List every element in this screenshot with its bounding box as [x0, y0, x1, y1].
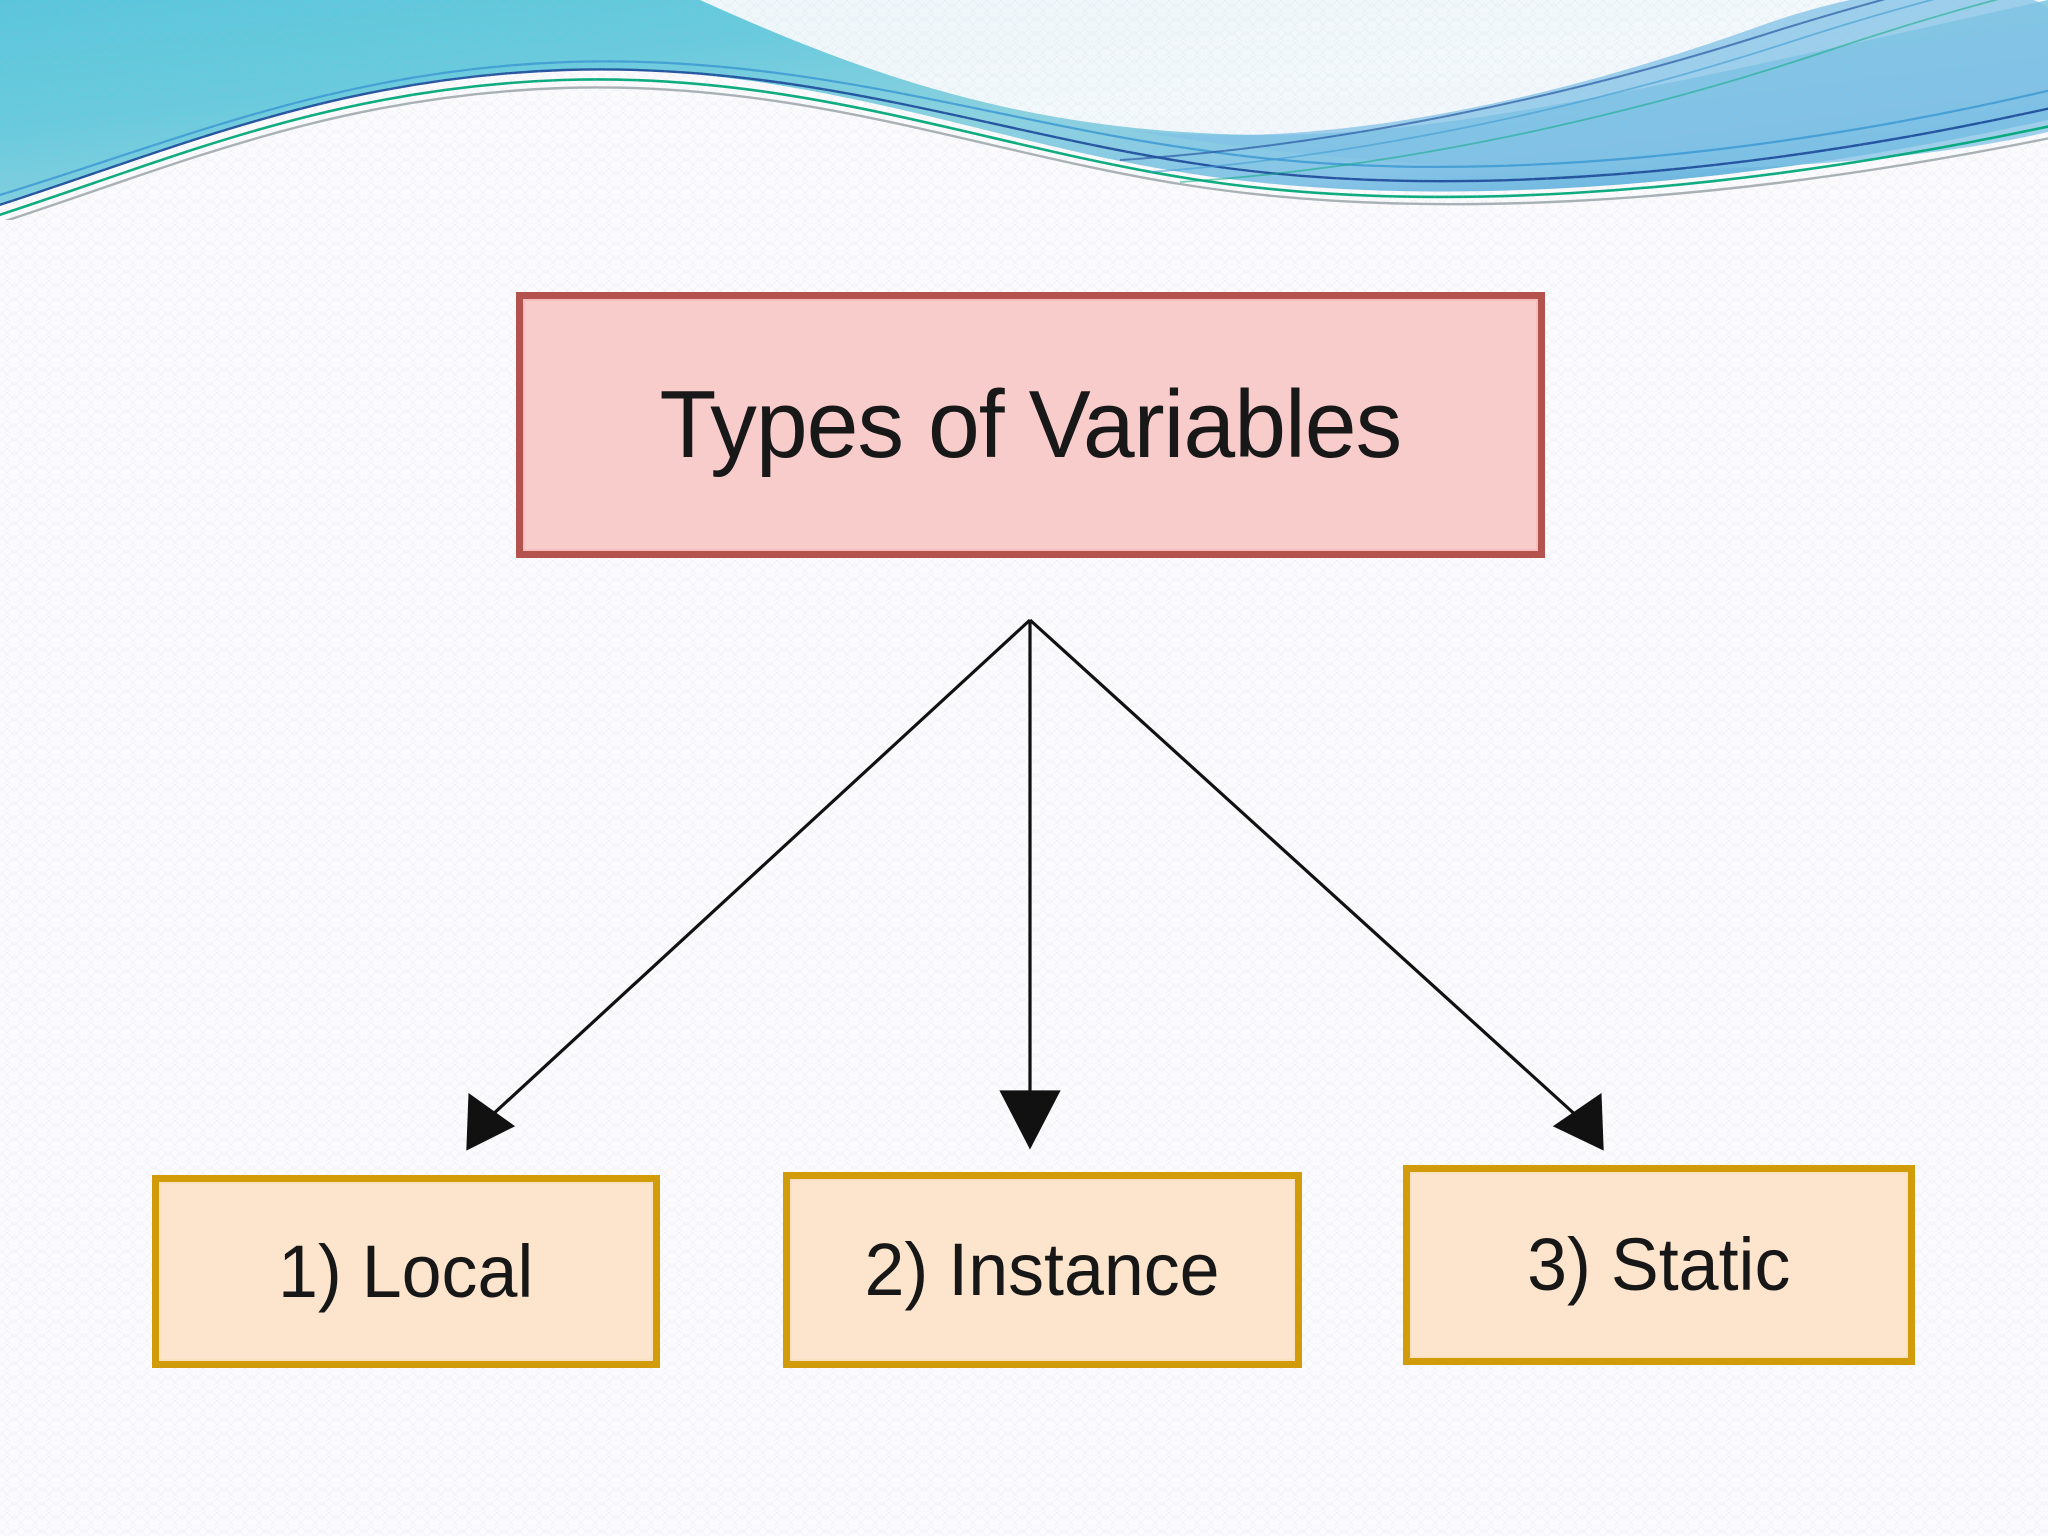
diagram-leaf-label-local: 1) Local — [278, 1229, 534, 1313]
diagram-leaf-node-local: 1) Local — [152, 1175, 660, 1368]
arrowhead-left — [466, 1092, 516, 1151]
diagram-leaf-label-instance: 2) Instance — [864, 1228, 1221, 1311]
header-wave-decoration — [0, 0, 2048, 220]
arrowhead-right — [1552, 1093, 1604, 1151]
diagram-leaf-node-instance: 2) Instance — [783, 1172, 1302, 1368]
diagram-leaf-label-static: 3) Static — [1527, 1223, 1791, 1306]
connector-arrow-right — [1028, 618, 1592, 1130]
arrowhead-middle — [999, 1090, 1061, 1150]
diagram-root-label: Types of Variables — [659, 371, 1403, 478]
diagram-root-node: Types of Variables — [516, 292, 1545, 558]
connector-arrow-left — [476, 618, 1032, 1130]
diagram-leaf-node-static: 3) Static — [1403, 1165, 1915, 1365]
